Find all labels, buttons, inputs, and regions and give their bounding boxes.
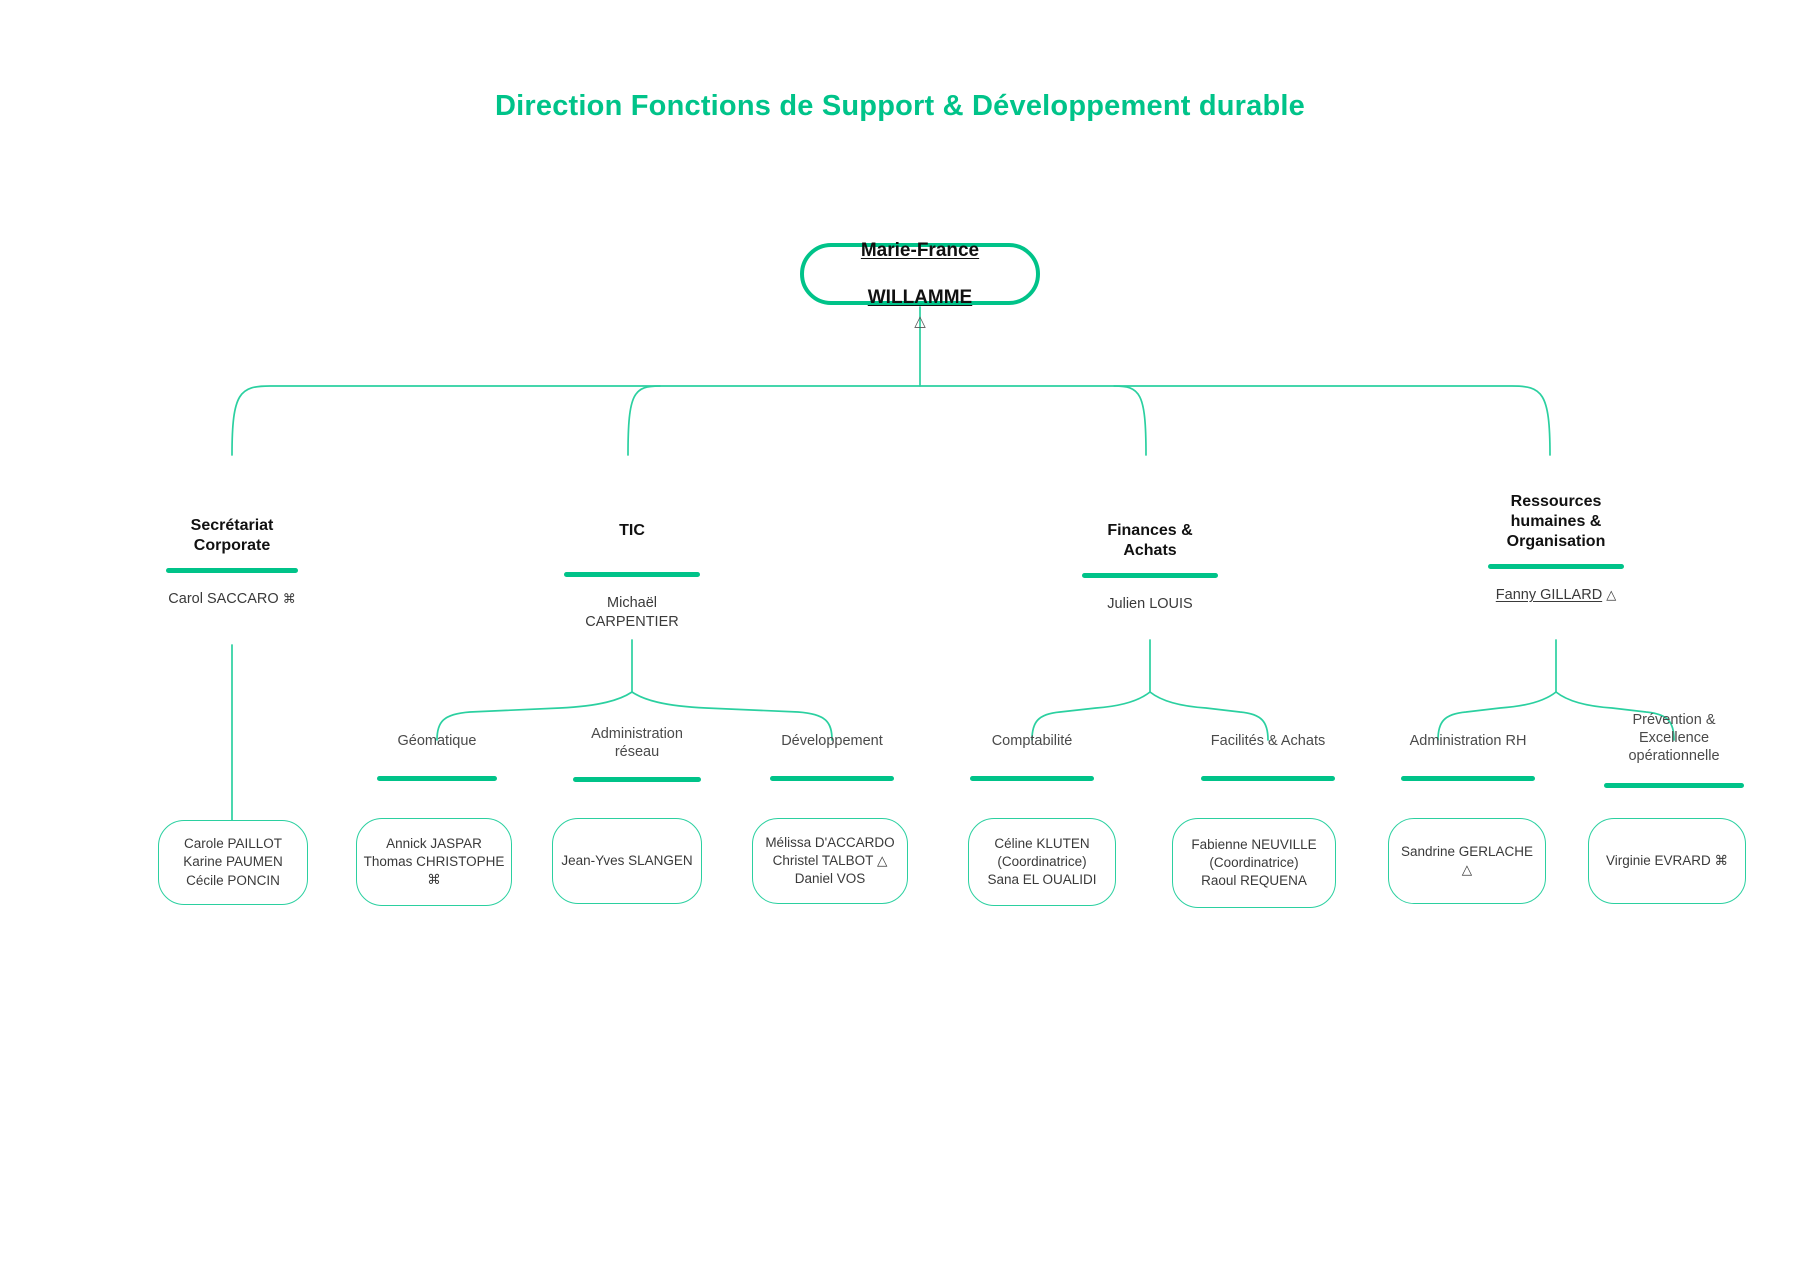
subunit-title: Comptabilité	[991, 733, 1073, 749]
department-title: Ressources humaines & Organisation	[1506, 493, 1606, 550]
root-node-marie-france-willamme[interactable]: Marie-France WILLAMME △	[800, 240, 1040, 330]
member-box-prevention-excellence[interactable]: Virginie EVRARD ⌘	[1588, 818, 1746, 904]
department-title: Finances & Achats	[1107, 522, 1193, 559]
subunit-geomatique[interactable]: Géomatique	[357, 732, 517, 802]
department-title: Secrétariat Corporate	[190, 517, 274, 554]
subunit-comptabilite[interactable]: Comptabilité	[952, 732, 1112, 802]
subunit-title: Développement	[781, 733, 883, 749]
subunit-underline-rule	[1201, 776, 1335, 781]
subunit-title: Administration RH	[1409, 733, 1527, 749]
subunit-underline-rule	[770, 776, 894, 781]
subunit-title: Facilités & Achats	[1210, 733, 1326, 749]
subunit-administration-reseau[interactable]: Administration réseau	[552, 725, 722, 805]
root-name-line-2: WILLAMME	[867, 286, 973, 308]
subunit-underline-rule	[573, 777, 701, 782]
subunit-administration-rh[interactable]: Administration RH	[1378, 732, 1558, 802]
subunit-underline-rule	[1604, 783, 1744, 788]
department-underline-rule	[1488, 564, 1624, 569]
subunit-underline-rule	[377, 776, 497, 781]
department-lead: Fanny GILLARD △	[1456, 586, 1656, 605]
department-title: TIC	[619, 522, 645, 539]
department-lead-name: Carol SACCARO	[168, 591, 279, 607]
member-box-geomatique[interactable]: Annick JASPAR Thomas CHRISTOPHE ⌘	[356, 818, 512, 906]
department-underline-rule	[564, 572, 700, 577]
member-box-comptabilite[interactable]: Céline KLUTEN (Coordinatrice) Sana EL OU…	[968, 818, 1116, 906]
department-lead-symbol: △	[1606, 587, 1617, 602]
subunit-facilites-achats[interactable]: Facilités & Achats	[1178, 732, 1358, 802]
root-name-line-1: Marie-France	[860, 240, 980, 262]
page-title: Direction Fonctions de Support & Dévelop…	[495, 90, 1305, 122]
department-underline-rule	[166, 568, 298, 573]
subunit-developpement[interactable]: Développement	[752, 732, 912, 802]
subunit-title: Prévention & Excellence opérationnelle	[1628, 712, 1720, 765]
subunit-underline-rule	[1401, 776, 1535, 781]
subunit-title: Géomatique	[397, 733, 477, 749]
department-finances-achats[interactable]: Finances & Achats Julien LOUIS	[1050, 521, 1250, 614]
member-list: Mélissa D'ACCARDO Christel TALBOT △ Dani…	[765, 834, 895, 887]
member-list: Fabienne NEUVILLE (Coordinatrice) Raoul …	[1191, 836, 1317, 889]
department-lead: Carol SACCARO ⌘	[132, 590, 332, 609]
department-tic[interactable]: TIC Michaël CARPENTIER	[532, 521, 732, 631]
member-list: Jean-Yves SLANGEN	[561, 852, 693, 868]
department-lead: Julien LOUIS	[1107, 596, 1193, 612]
department-underline-rule	[1082, 573, 1218, 578]
root-status-symbol: △	[914, 312, 926, 330]
department-lead-name: Fanny GILLARD	[1495, 587, 1603, 603]
member-list: Virginie EVRARD ⌘	[1605, 852, 1729, 868]
member-list: Annick JASPAR Thomas CHRISTOPHE ⌘	[363, 835, 505, 888]
subunit-underline-rule	[970, 776, 1094, 781]
root-node-label: Marie-France WILLAMME △	[861, 216, 979, 332]
member-box-facilites-achats[interactable]: Fabienne NEUVILLE (Coordinatrice) Raoul …	[1172, 818, 1336, 908]
member-box-secretariat[interactable]: Carole PAILLOT Karine PAUMEN Cécile PONC…	[158, 820, 308, 905]
member-box-administration-rh[interactable]: Sandrine GERLACHE △	[1388, 818, 1546, 904]
member-box-developpement[interactable]: Mélissa D'ACCARDO Christel TALBOT △ Dani…	[752, 818, 908, 904]
department-lead: Michaël CARPENTIER	[585, 595, 679, 630]
department-ressources-humaines-organisation[interactable]: Ressources humaines & Organisation Fanny…	[1456, 492, 1656, 605]
department-lead-symbol: ⌘	[282, 591, 296, 606]
subunit-prevention-excellence-operationnelle[interactable]: Prévention & Excellence opérationnelle	[1584, 711, 1764, 807]
member-list: Sandrine GERLACHE △	[1400, 843, 1534, 877]
subunit-title: Administration réseau	[591, 726, 683, 761]
member-list: Carole PAILLOT Karine PAUMEN Cécile PONC…	[183, 836, 283, 888]
member-box-administration-reseau[interactable]: Jean-Yves SLANGEN	[552, 818, 702, 904]
department-secretariat-corporate[interactable]: Secrétariat Corporate Carol SACCARO ⌘	[132, 516, 332, 609]
member-list: Céline KLUTEN (Coordinatrice) Sana EL OU…	[987, 835, 1097, 888]
